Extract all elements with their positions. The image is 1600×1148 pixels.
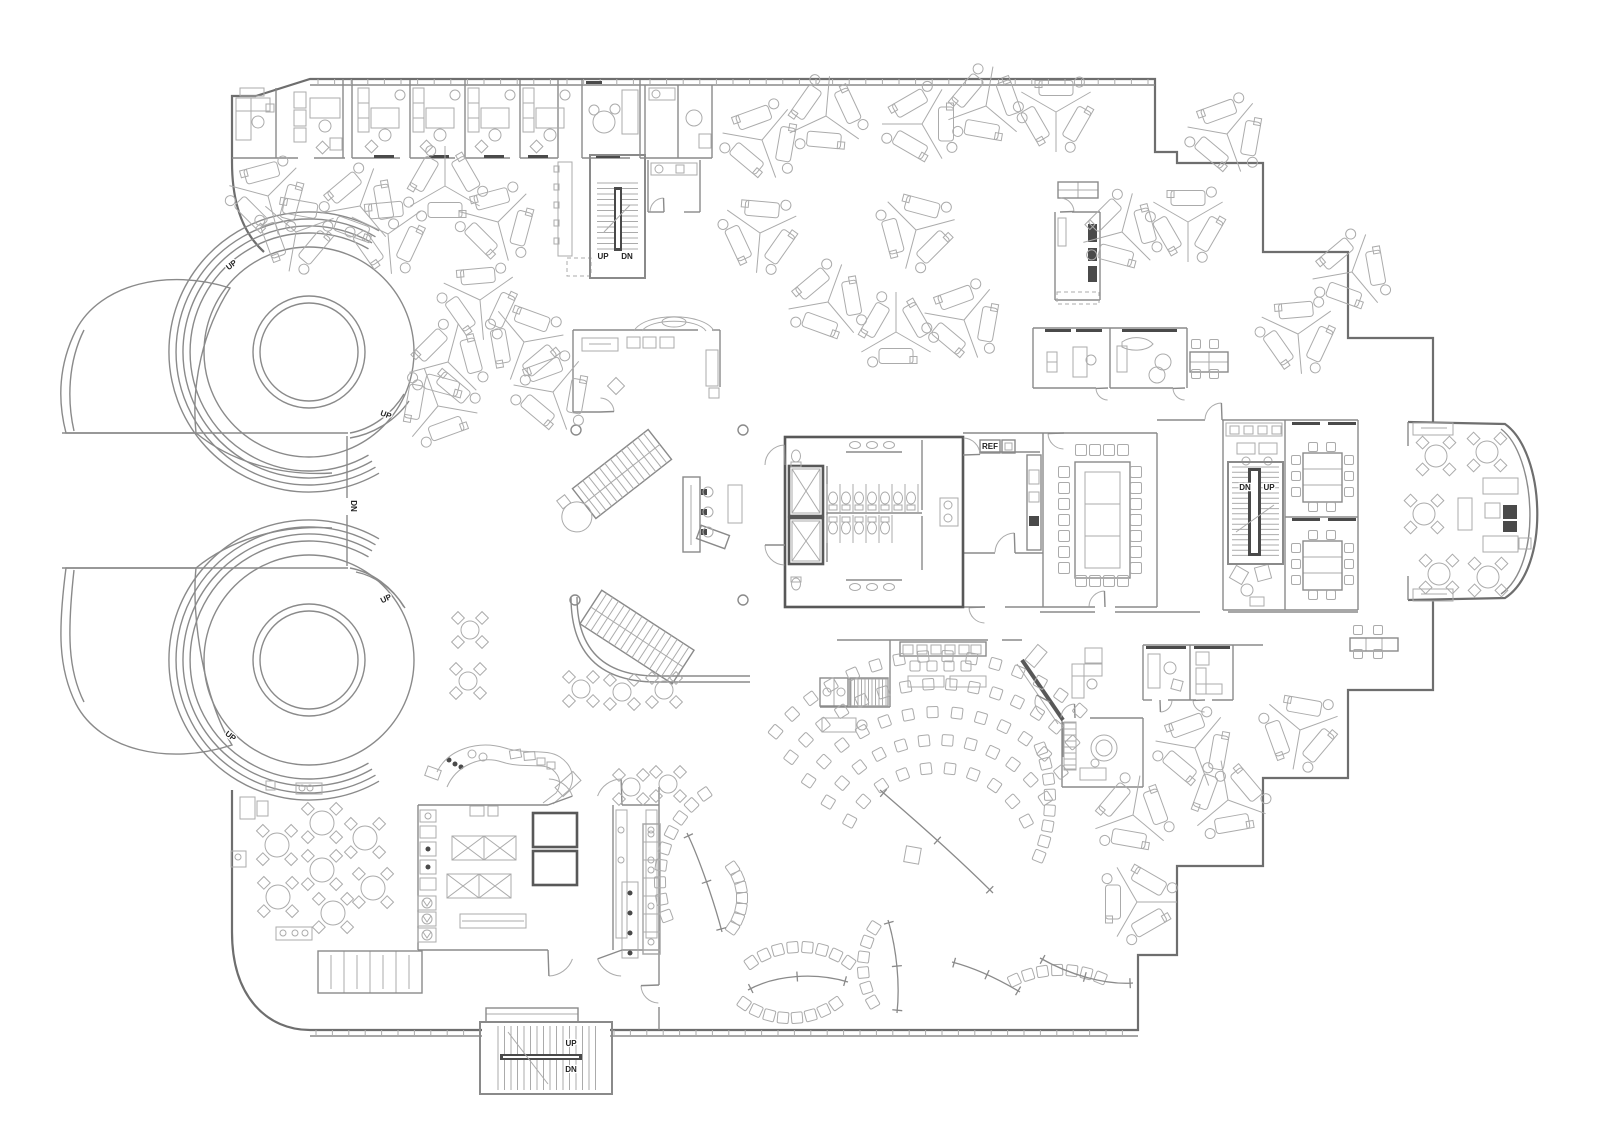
direction-label: UP bbox=[565, 1039, 577, 1048]
desk-cluster bbox=[1144, 186, 1227, 263]
restroom-fixtures bbox=[826, 441, 919, 591]
desk-cluster bbox=[454, 181, 535, 261]
curved-chair-rows bbox=[653, 650, 1108, 1025]
diagonal-stair bbox=[556, 428, 673, 533]
direction-label: UP bbox=[597, 252, 609, 261]
furniture bbox=[230, 81, 1532, 1023]
desk-cluster bbox=[406, 145, 489, 222]
movable-partitions bbox=[683, 788, 1134, 1014]
interior-walls bbox=[62, 79, 1409, 1037]
direction-label: DN bbox=[565, 1065, 577, 1074]
desk-cluster bbox=[402, 367, 481, 448]
desk-cluster bbox=[1012, 76, 1095, 153]
direction-label: DN bbox=[349, 500, 358, 512]
desk-cluster bbox=[921, 278, 1000, 359]
stairwells bbox=[479, 154, 1284, 1095]
cafe-tables bbox=[255, 431, 1509, 935]
desk-cluster bbox=[787, 74, 869, 150]
desk-cluster bbox=[857, 291, 940, 368]
desk-cluster bbox=[436, 262, 519, 340]
building-outline bbox=[230, 77, 1539, 1032]
desk-cluster bbox=[1101, 863, 1178, 946]
desk-cluster bbox=[875, 193, 955, 274]
desk-cluster bbox=[719, 98, 798, 179]
desk-cluster bbox=[947, 63, 1028, 142]
desk-cluster bbox=[717, 199, 799, 275]
desk-cluster bbox=[1254, 296, 1337, 374]
desk-cluster bbox=[1312, 228, 1392, 310]
desk-cluster bbox=[1190, 760, 1272, 840]
window-mullions bbox=[315, 79, 1149, 1036]
direction-label: DN bbox=[621, 252, 633, 261]
desk-cluster bbox=[1152, 706, 1231, 787]
desk-cluster bbox=[1258, 694, 1339, 773]
desk-clusters bbox=[224, 63, 1392, 946]
meeting-chairs bbox=[909, 339, 1383, 672]
desk-cluster bbox=[409, 318, 489, 399]
ramps-and-left-wing bbox=[60, 211, 1531, 801]
direction-label: DN bbox=[1239, 483, 1251, 492]
desk-cluster bbox=[1094, 772, 1175, 851]
direction-label: UP bbox=[224, 258, 239, 272]
direction-label: REF bbox=[982, 442, 998, 451]
desk-cluster bbox=[484, 304, 564, 386]
desk-cluster bbox=[510, 350, 589, 431]
direction-label: UP bbox=[1263, 483, 1275, 492]
doors bbox=[547, 197, 1223, 1004]
desk-cluster bbox=[881, 80, 958, 163]
desk-cluster bbox=[254, 196, 335, 275]
desk-cluster bbox=[788, 258, 868, 340]
desk-cluster bbox=[1184, 92, 1263, 173]
private-offices bbox=[357, 87, 571, 154]
desk-cluster bbox=[1083, 188, 1163, 269]
desk-cluster bbox=[344, 196, 427, 274]
diagonal-stair bbox=[579, 589, 695, 685]
direction-label: UP bbox=[223, 729, 238, 743]
